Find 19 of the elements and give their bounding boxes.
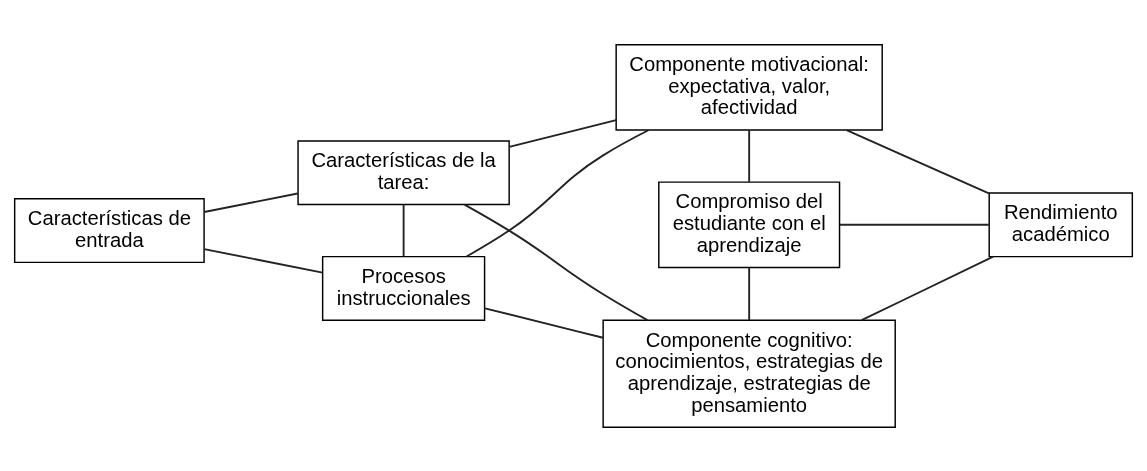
connector xyxy=(402,203,405,257)
connector xyxy=(463,203,649,321)
node-box: Características de entrada xyxy=(13,197,205,263)
node-box: Componente motivacional: expectativa, valor, afectividad xyxy=(615,43,883,131)
node-box: Rendimiento académico xyxy=(988,191,1134,257)
connector xyxy=(508,118,618,148)
node-box: Compromiso del estudiante con el aprendizaje xyxy=(658,180,841,268)
node-box: Características de la tarea: xyxy=(297,139,510,205)
connector xyxy=(860,255,995,321)
connector xyxy=(748,128,751,183)
node-box: Componente cognitivo: conocimientos, estrategias de aprendizaje, estrategias de pensamiento xyxy=(602,319,896,428)
connector xyxy=(838,223,990,226)
connector xyxy=(203,192,299,213)
connector xyxy=(748,266,751,321)
connector xyxy=(845,128,990,194)
connector xyxy=(203,247,324,274)
connector xyxy=(465,128,650,257)
connector xyxy=(484,306,605,339)
node-box: Procesos instruccionales xyxy=(321,255,486,321)
